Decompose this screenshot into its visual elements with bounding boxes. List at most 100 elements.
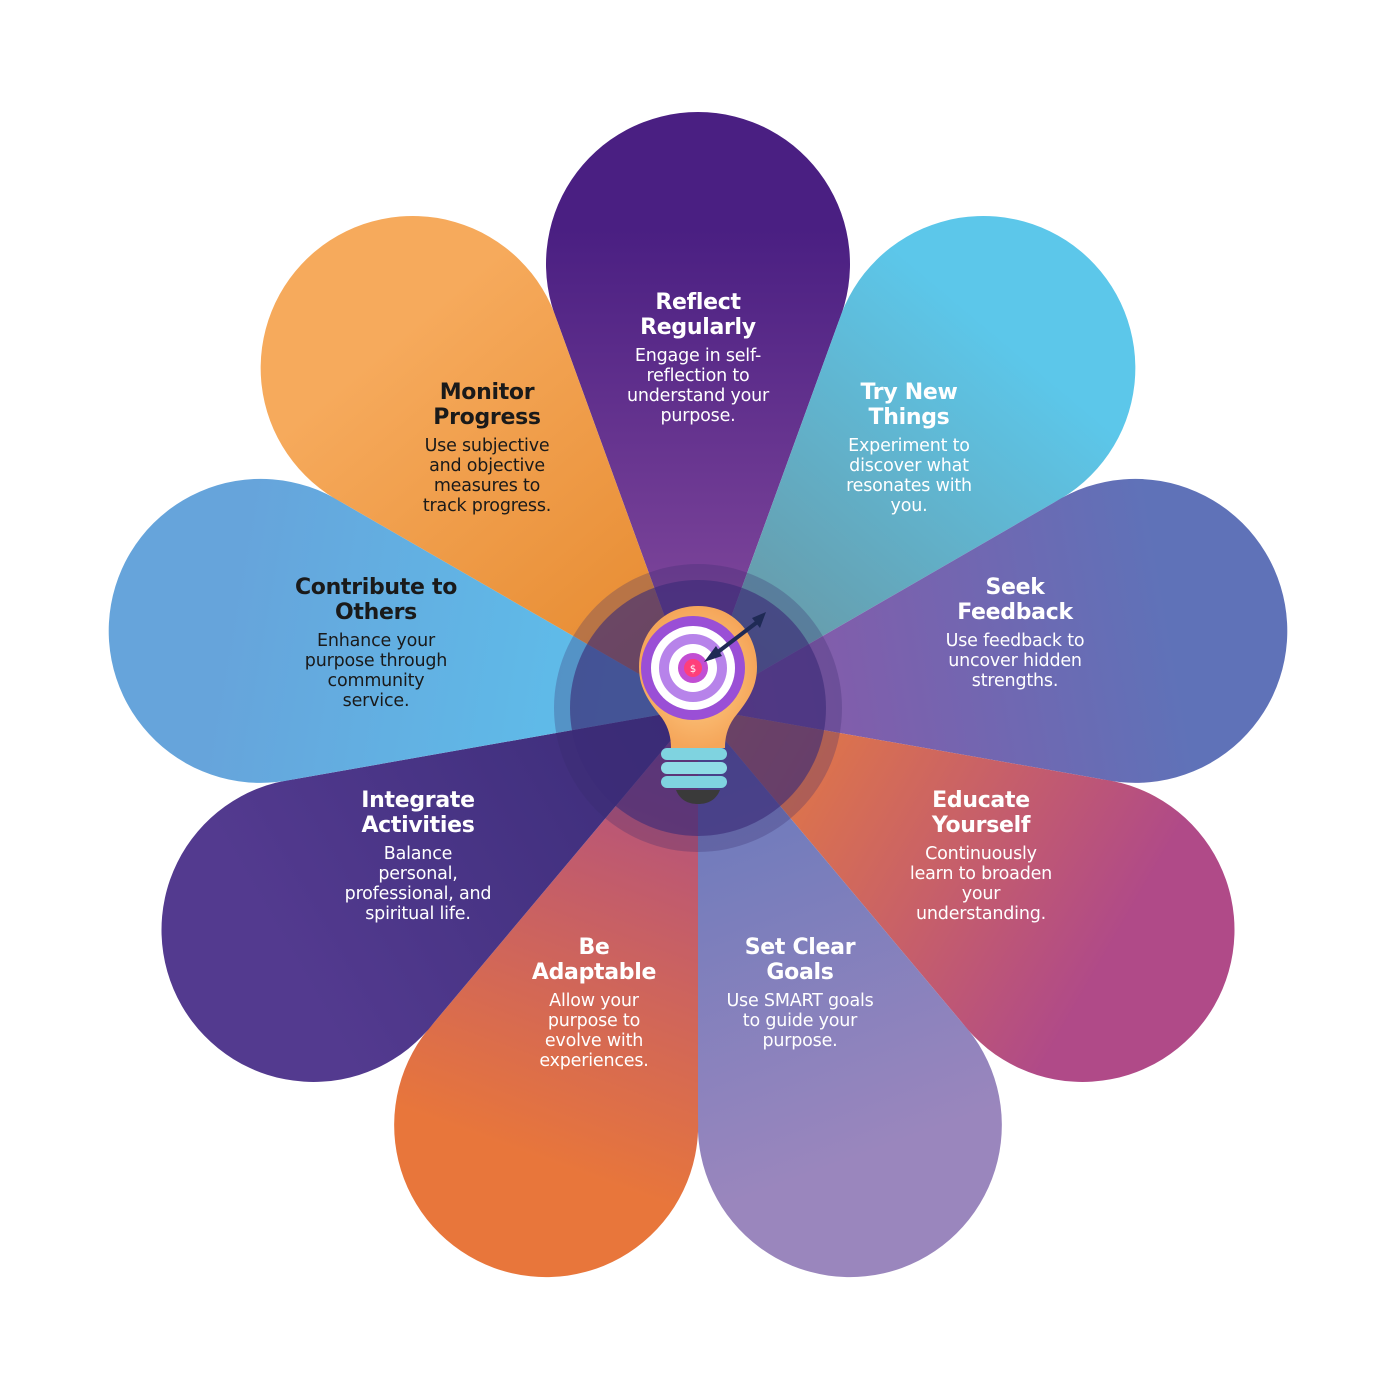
segment-title-line: Regularly (640, 315, 756, 340)
dart-fletch (752, 612, 766, 628)
bulb-base-ring-3 (661, 776, 727, 788)
petal-be-adaptable (394, 708, 699, 1278)
petal-educate (698, 708, 1235, 1082)
segment-title-line: Monitor (439, 380, 535, 405)
segment-description-line: service. (342, 691, 410, 711)
petal-set-goals (697, 708, 1002, 1278)
segment-description-line: Use SMART goals (726, 991, 874, 1011)
lightbulb-target-icon: $ (639, 606, 766, 804)
segment-title-line: Adaptable (531, 960, 657, 985)
bulb-base-ring-2 (661, 762, 727, 774)
segment-description-line: and objective (429, 456, 545, 476)
petal-try-new (698, 215, 1136, 708)
segment-description-line: professional, and (344, 884, 492, 904)
segment-title-line: Things (868, 405, 950, 430)
segment-description-line: uncover hidden (948, 651, 1082, 671)
petal-contribute (108, 478, 699, 783)
segment-title-line: Contribute to (294, 575, 458, 600)
segment-description-line: discover what (849, 456, 969, 476)
segment-title-line: Activities (361, 813, 475, 838)
segment-title-line: Seek (985, 575, 1045, 600)
bulb-tip (676, 790, 720, 804)
segment-description-line: purpose to (547, 1011, 641, 1031)
segment-title-line: Try New (860, 380, 958, 405)
segment-description-line: track progress. (422, 496, 552, 516)
segment-title-line: Reflect (655, 290, 741, 315)
segment-description-line: Use subjective (424, 436, 550, 456)
petal-integrate (161, 708, 699, 1082)
segment-description-line: Continuously (925, 844, 1037, 864)
segment-title-line: Goals (766, 960, 834, 985)
segment-description-line: reflection to (646, 366, 750, 386)
target-bullseye (684, 659, 702, 677)
dart-head (704, 646, 722, 662)
segment-title-line: Feedback (957, 600, 1073, 625)
segment-description-line: purpose through (304, 651, 448, 671)
segment-description-line: Use feedback to (945, 631, 1085, 651)
segment-title-line: Set Clear (744, 935, 856, 960)
petals-group (108, 112, 1288, 1278)
segment-description-line: learn to broaden (909, 864, 1053, 884)
petal-seek-feedback (698, 478, 1288, 783)
segment-description-line: measures to (433, 476, 541, 496)
segment-description-line: understand your (626, 386, 770, 406)
segment-description-line: you. (890, 496, 928, 516)
segment-description-line: resonates with (846, 476, 972, 496)
segment-description-line: your (961, 884, 1001, 904)
segment-description-line: experiences. (539, 1051, 649, 1071)
segment-title-line: Integrate (361, 788, 475, 813)
segment-title-line: Progress (433, 405, 541, 430)
segment-description-line: community (327, 671, 425, 691)
segment-title-line: Educate (932, 788, 1030, 813)
segment-description-line: strengths. (971, 671, 1059, 691)
segment-description-line: personal, (378, 864, 458, 884)
segment-title-line: Others (335, 600, 417, 625)
bulb-base-ring-1 (661, 748, 727, 760)
segment-title-line: Be (578, 935, 610, 960)
petal-monitor (260, 215, 698, 708)
dollar-symbol: $ (690, 664, 696, 675)
segment-description-line: Balance (383, 844, 453, 864)
segment-description-line: purpose. (762, 1031, 838, 1051)
segment-description-line: spiritual life. (365, 904, 471, 924)
segment-description-line: Engage in self- (634, 346, 762, 366)
segment-description-line: evolve with (544, 1031, 644, 1051)
segment-description-line: Enhance your (317, 631, 435, 651)
segment-description-line: Experiment to (848, 436, 970, 456)
segment-title-line: Yourself (931, 813, 1031, 838)
segment-description-line: Allow your (549, 991, 639, 1011)
segment-description-line: purpose. (660, 406, 736, 426)
segment-description-line: understanding. (916, 904, 1046, 924)
petal-reflect (546, 112, 851, 708)
segment-description-line: to guide your (742, 1011, 858, 1031)
